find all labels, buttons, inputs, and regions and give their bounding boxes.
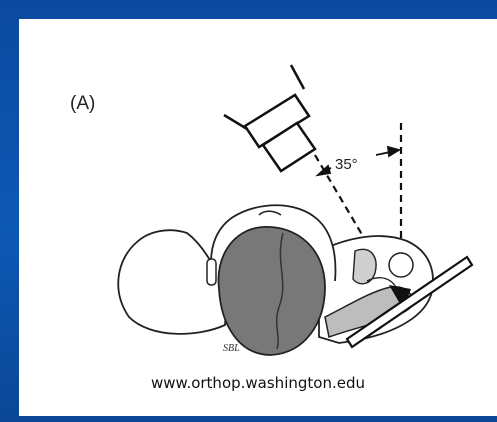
angle-indicator <box>318 147 399 175</box>
source-caption: www.orthop.washington.edu <box>19 374 497 392</box>
panel-label: (A) <box>70 93 95 115</box>
xray-tube-icon <box>224 65 315 171</box>
artist-signature: SBL <box>223 343 240 354</box>
figure-panel: 35° SBL (A) www.orthop. <box>19 19 497 416</box>
xray-positioning-diagram: 35° SBL <box>19 19 497 416</box>
angle-label: 35° <box>335 156 358 173</box>
